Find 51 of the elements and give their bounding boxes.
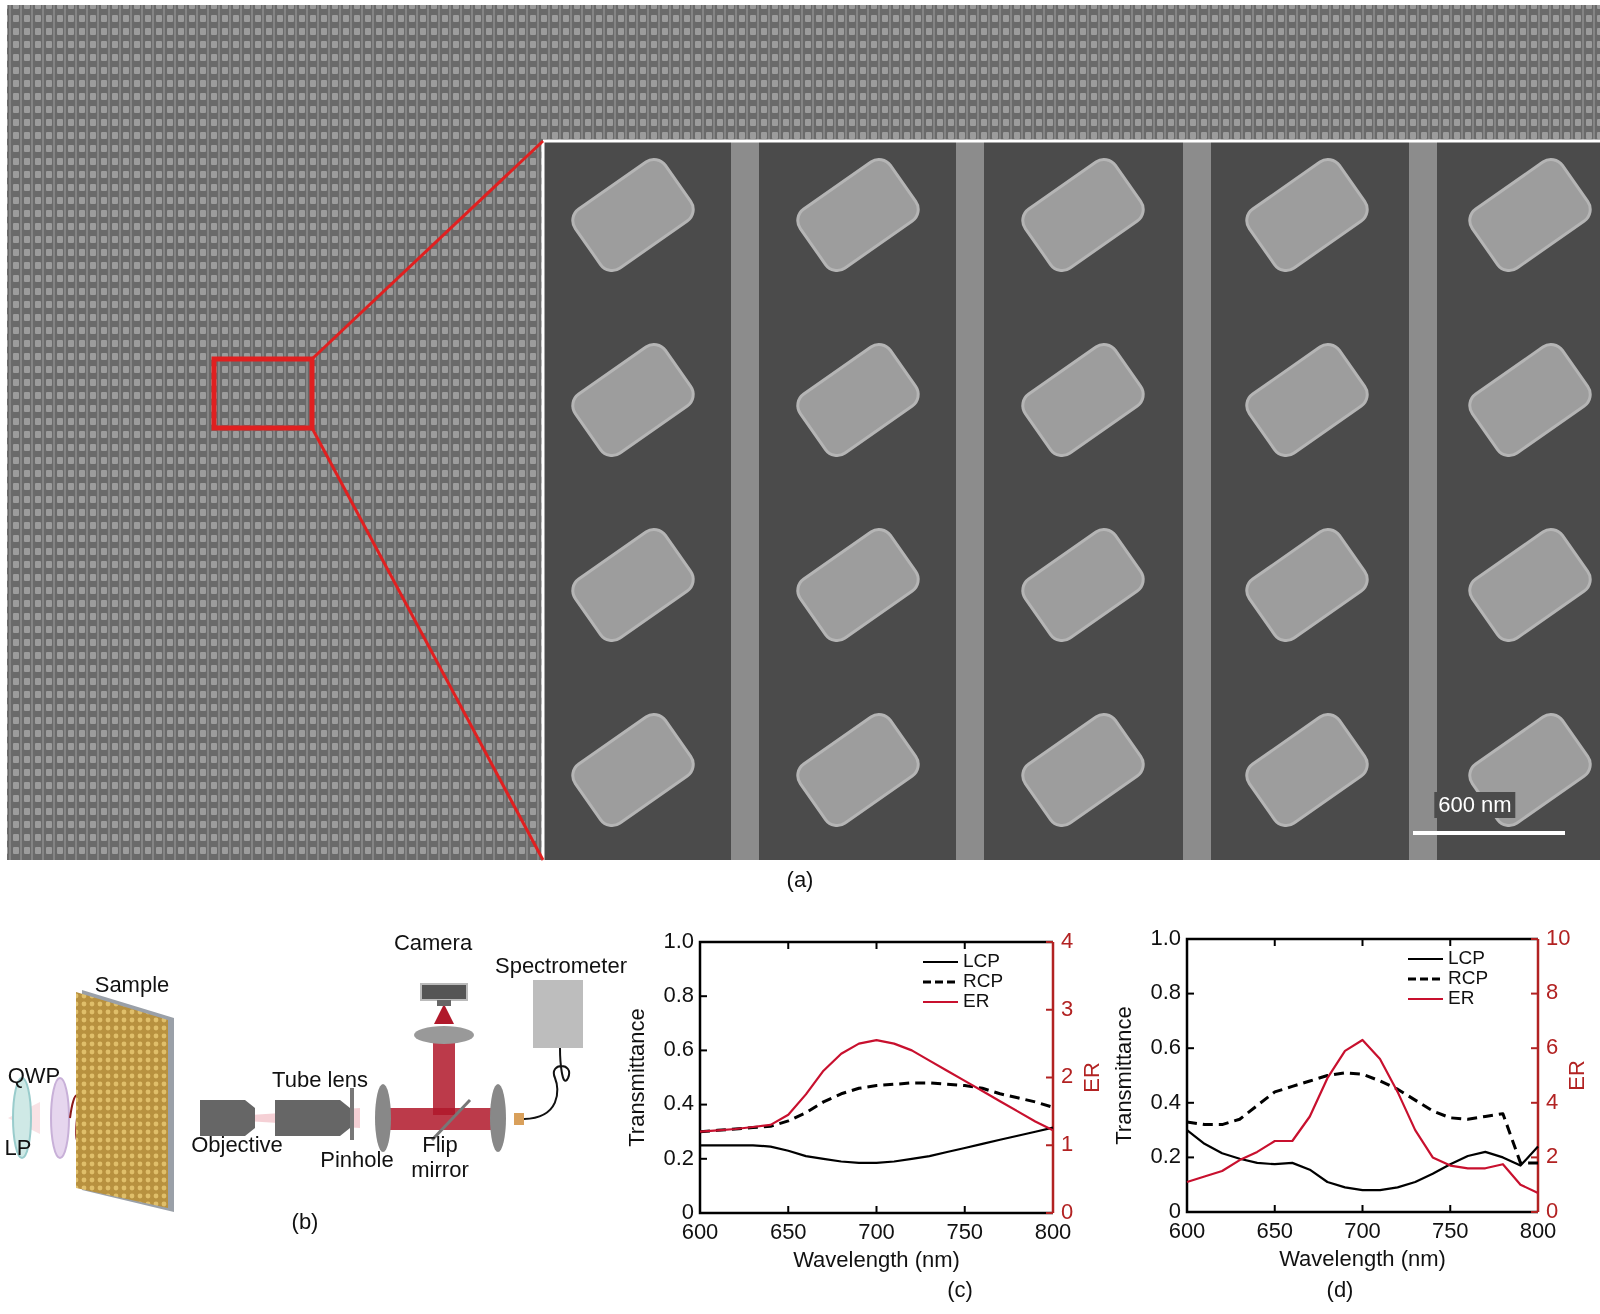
component-label: Objective — [191, 1132, 283, 1158]
tick-label: 750 — [1431, 1217, 1469, 1243]
tick-label: 1.0 — [1150, 924, 1181, 950]
legend-label: LCP — [963, 950, 1000, 971]
tick-label: 10 — [1546, 924, 1571, 950]
tick-label: 750 — [946, 1218, 984, 1244]
component-label: Spectrometer — [494, 953, 628, 979]
tick-label: 1.0 — [663, 927, 694, 953]
tick-label: 0.4 — [663, 1090, 694, 1116]
tick-label: 2 — [1061, 1063, 1074, 1089]
tick-label: 2 — [1546, 1143, 1559, 1169]
tick-label: 4 — [1061, 927, 1074, 953]
component-label: QWP — [7, 1063, 61, 1089]
legend-label: ER — [963, 990, 990, 1011]
component-label: Pinhole — [320, 1147, 394, 1173]
tick-label: 0.4 — [1150, 1088, 1181, 1114]
tick-label: 0.8 — [1150, 979, 1181, 1005]
legend-label: LCP — [1448, 947, 1485, 968]
tick-label: 650 — [1256, 1217, 1294, 1243]
axis-title: Transmittance — [623, 1008, 649, 1147]
tick-label: 6 — [1546, 1034, 1559, 1059]
axis-title: Transmittance — [1110, 1006, 1136, 1145]
tick-label: 0.8 — [663, 982, 694, 1007]
tick-label: 700 — [1344, 1217, 1381, 1243]
component-label: LP — [4, 1135, 32, 1161]
component-label: Sample — [94, 972, 170, 998]
tick-label: 8 — [1546, 979, 1559, 1005]
scale-bar-label: 600 nm — [1434, 792, 1516, 818]
tick-label: 3 — [1061, 995, 1074, 1021]
tick-label: 0.2 — [1150, 1143, 1181, 1169]
tick-label: 1 — [1061, 1131, 1074, 1157]
panel-label: (d) — [1326, 1277, 1354, 1303]
tick-label: 700 — [858, 1218, 895, 1244]
panel-label: (a) — [786, 867, 814, 893]
legend-label: RCP — [1448, 967, 1489, 988]
axis-title: ER — [1078, 1062, 1104, 1093]
axis-title: ER — [1563, 1060, 1589, 1091]
tick-label: 0.6 — [1150, 1034, 1181, 1059]
tick-label: 650 — [769, 1218, 807, 1244]
component-label: Flip mirror — [410, 1131, 470, 1183]
tick-label: 0.6 — [663, 1036, 694, 1062]
component-label: Camera — [393, 930, 473, 956]
panel-label: (b) — [291, 1209, 319, 1235]
axis-title: Wavelength (nm) — [793, 1246, 960, 1272]
legend-label: ER — [1448, 987, 1475, 1008]
legend-label: RCP — [963, 970, 1004, 991]
tick-label: 4 — [1546, 1088, 1559, 1114]
axis-title: Wavelength (nm) — [1279, 1245, 1446, 1271]
tick-label: 0.2 — [663, 1144, 694, 1170]
component-label: Tube lens — [272, 1067, 368, 1093]
panel-label: (c) — [947, 1277, 973, 1303]
